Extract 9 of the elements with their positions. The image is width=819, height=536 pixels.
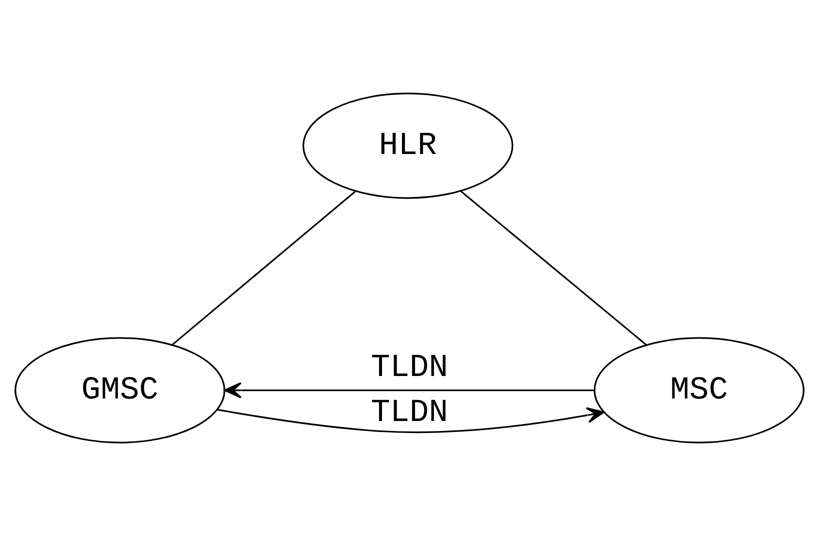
arrow (224, 382, 594, 398)
connector (460, 190, 647, 346)
node-ellipse: HLR (302, 92, 514, 199)
arrow (217, 407, 604, 433)
node-ellipse: MSC (594, 337, 804, 444)
node-ellipse: GMSC (14, 337, 226, 444)
edge-label: TLDN (370, 348, 448, 386)
edge-label: TLDN (370, 394, 448, 431)
connector (172, 190, 356, 346)
